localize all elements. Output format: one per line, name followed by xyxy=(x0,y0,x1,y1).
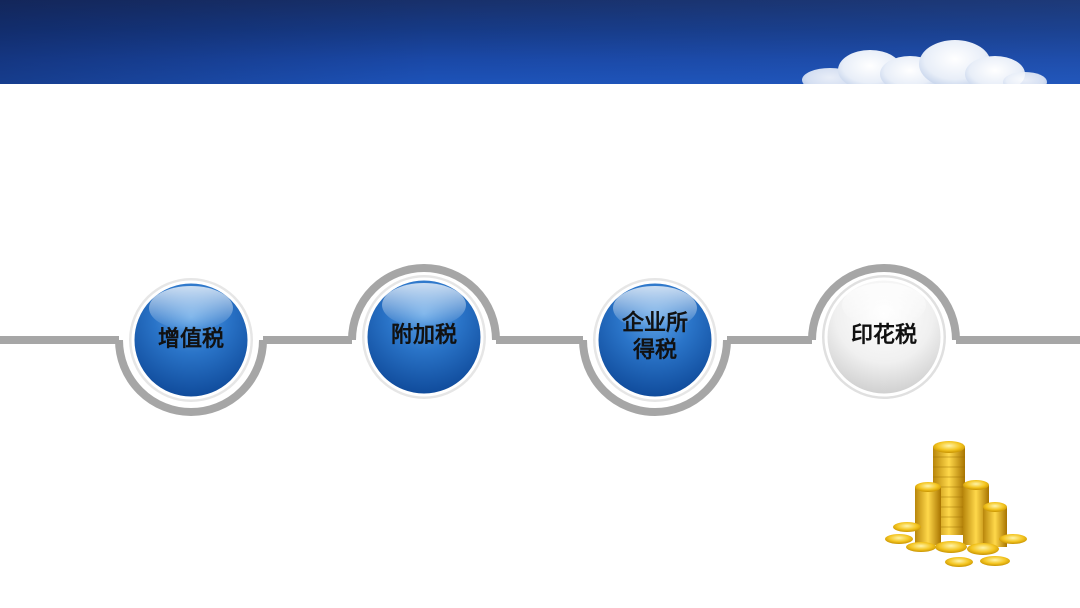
timeline-track xyxy=(0,264,1080,416)
step-label-4: 印花税 xyxy=(850,323,917,348)
step-label-2: 附加税 xyxy=(390,323,457,348)
step-label-1: 增值税 xyxy=(157,327,224,352)
cloud-image xyxy=(802,40,1047,84)
step-circle-1 xyxy=(129,278,253,402)
step-circle-3 xyxy=(593,278,717,402)
header-banner xyxy=(0,0,1080,84)
step-circle-2 xyxy=(362,275,486,399)
gold-coins-icon xyxy=(885,441,1027,567)
step-circle-4 xyxy=(822,275,946,399)
step-label-3: 企业所 得税 xyxy=(621,311,688,363)
